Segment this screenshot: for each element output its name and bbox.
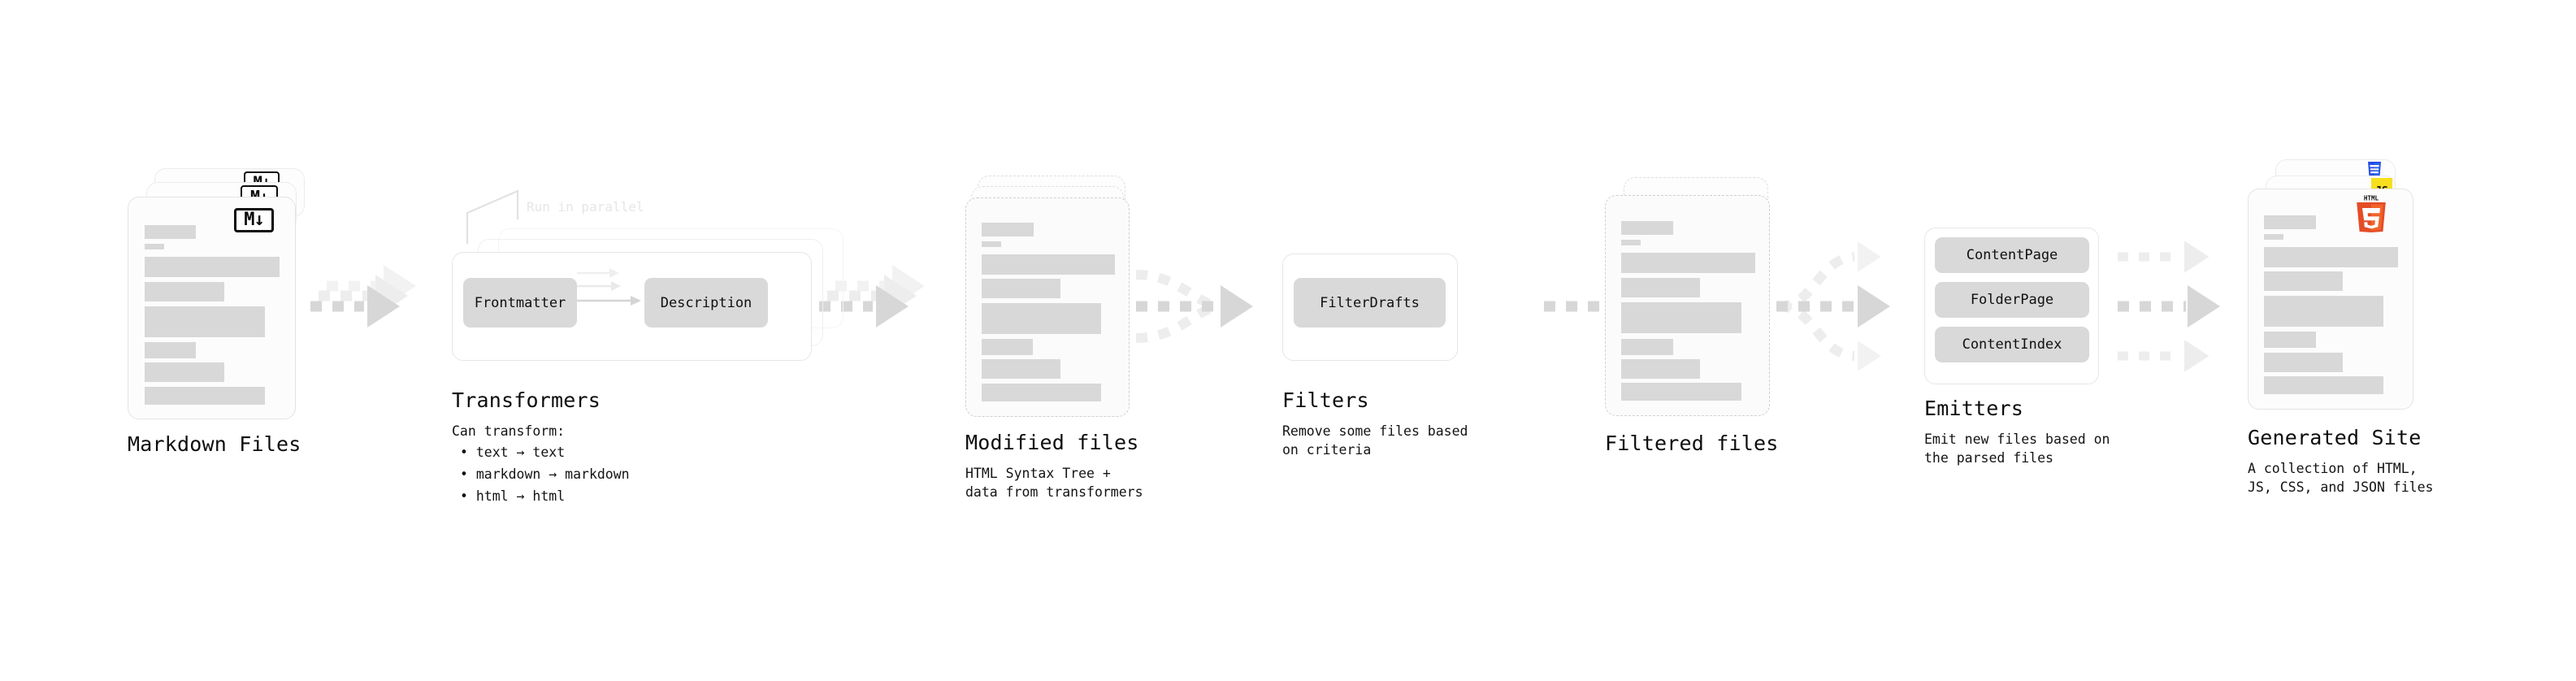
arrow-emitters-to-site: [2118, 241, 2220, 372]
arrow-modified-to-filters: [1135, 270, 1253, 343]
transformers-bullet-2: • html → html: [460, 488, 566, 504]
skeleton-bar: [2264, 271, 2343, 291]
skeleton-bar: [2264, 247, 2398, 267]
skeleton-bar: [145, 225, 196, 239]
skeleton-bar: [2264, 296, 2383, 327]
skeleton-bar: [2264, 376, 2383, 394]
run-in-parallel-label: Run in parallel: [527, 199, 644, 215]
skeleton-bar: [2264, 332, 2316, 348]
skeleton-bar: [1621, 221, 1673, 235]
stage-title-filters: Filters: [1282, 388, 1369, 412]
skeleton-bar: [145, 282, 224, 301]
emitter-chip-contentpage[interactable]: ContentPage: [1935, 237, 2089, 273]
stage-title-emitters: Emitters: [1924, 397, 2024, 420]
stage-title-filtered-files: Filtered files: [1605, 432, 1779, 455]
skeleton-bar: [145, 387, 265, 405]
generated-site-description: A collection of HTML, JS, CSS, and JSON …: [2248, 461, 2434, 495]
css3-icon: [2368, 162, 2381, 178]
skeleton-bar: [982, 303, 1101, 334]
modified-files-description: HTML Syntax Tree + data from transformer…: [965, 466, 1143, 500]
skeleton-bar: [982, 223, 1034, 236]
transformer-chip-frontmatter[interactable]: Frontmatter: [463, 278, 577, 327]
arrow-filtered-to-emitters: [1776, 241, 1890, 371]
skeleton-bar: [1621, 383, 1741, 401]
skeleton-bar: [982, 384, 1101, 401]
skeleton-bar: [982, 254, 1115, 275]
markdown-icon: M↓: [234, 208, 274, 232]
skeleton-bar: [1621, 240, 1641, 245]
skeleton-bar: [145, 362, 224, 382]
transformer-chip-description[interactable]: Description: [644, 278, 768, 327]
stage-title-modified-files: Modified files: [965, 431, 1139, 454]
filter-chip-filterdrafts[interactable]: FilterDrafts: [1294, 278, 1446, 327]
transformers-bullet-1: • markdown → markdown: [460, 466, 630, 482]
filters-description: Remove some files based on criteria: [1282, 423, 1468, 458]
svg-text:HTML: HTML: [2364, 195, 2379, 202]
skeleton-bar: [145, 306, 265, 337]
emitter-chip-folderpage[interactable]: FolderPage: [1935, 282, 2089, 318]
skeleton-bar: [2264, 215, 2316, 229]
stage-title-transformers: Transformers: [452, 388, 601, 412]
html5-icon: HTML: [2357, 195, 2386, 232]
skeleton-bar: [2264, 353, 2343, 372]
transformers-description: Can transform:: [452, 423, 566, 439]
skeleton-bar: [1621, 253, 1755, 273]
skeleton-bar: [1621, 302, 1741, 333]
skeleton-bar: [1621, 359, 1700, 379]
emitters-description: Emit new files based on the parsed files: [1924, 432, 2110, 466]
arrow-markdown-to-transformers: [310, 265, 416, 327]
skeleton-bar: [982, 279, 1060, 298]
skeleton-bar: [145, 244, 164, 249]
stage-title-markdown-files: Markdown Files: [128, 432, 301, 456]
skeleton-bar: [145, 342, 196, 358]
stage-title-generated-site: Generated Site: [2248, 426, 2422, 449]
skeleton-bar: [2264, 234, 2283, 240]
skeleton-bar: [982, 339, 1033, 355]
skeleton-bar: [982, 359, 1060, 379]
emitter-chip-contentindex[interactable]: ContentIndex: [1935, 327, 2089, 362]
transformers-bullet-0: • text → text: [460, 445, 566, 460]
skeleton-bar: [1621, 339, 1673, 355]
transformer-inner-arrows: [577, 268, 641, 306]
skeleton-bar: [1621, 278, 1700, 297]
skeleton-bar: [145, 257, 280, 277]
skeleton-bar: [982, 241, 1001, 247]
